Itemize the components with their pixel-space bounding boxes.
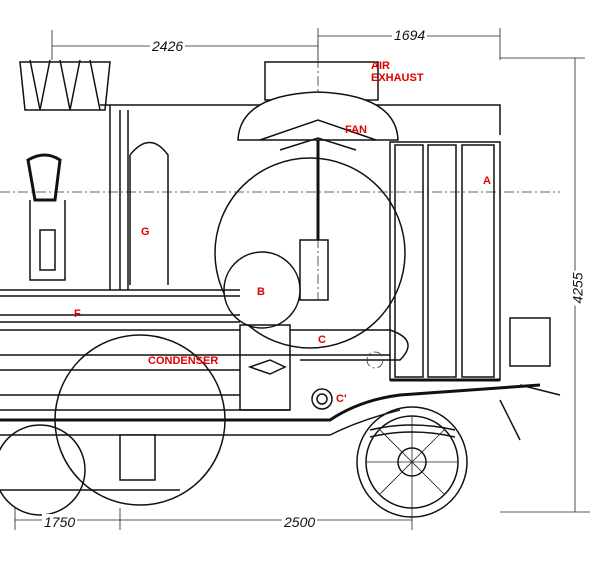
label-a: A xyxy=(483,175,491,187)
label-condenser: CONDENSER xyxy=(148,355,219,367)
radiator-a xyxy=(389,141,551,382)
label-fan: FAN xyxy=(345,124,367,136)
tender-body xyxy=(0,61,501,411)
label-air-exhaust-line2: EXHAUST xyxy=(371,72,424,84)
frame-and-wheels xyxy=(0,334,561,518)
chimney xyxy=(19,59,111,281)
dimension-top-right: 1694 xyxy=(392,27,428,43)
label-c: C xyxy=(318,334,326,346)
label-c-prime: C' xyxy=(336,393,347,405)
label-b: B xyxy=(257,286,265,298)
label-air-exhaust-line1: AIR xyxy=(371,60,390,72)
label-air-exhaust: AIR EXHAUST xyxy=(371,60,424,84)
dimension-top-left: 2426 xyxy=(150,38,186,54)
label-f: F xyxy=(74,308,81,320)
dimension-bottom-right: 2500 xyxy=(282,514,318,530)
dimension-bottom-left: 1750 xyxy=(42,514,78,530)
dimension-height: 4255 xyxy=(569,270,586,306)
label-g: G xyxy=(141,226,150,238)
